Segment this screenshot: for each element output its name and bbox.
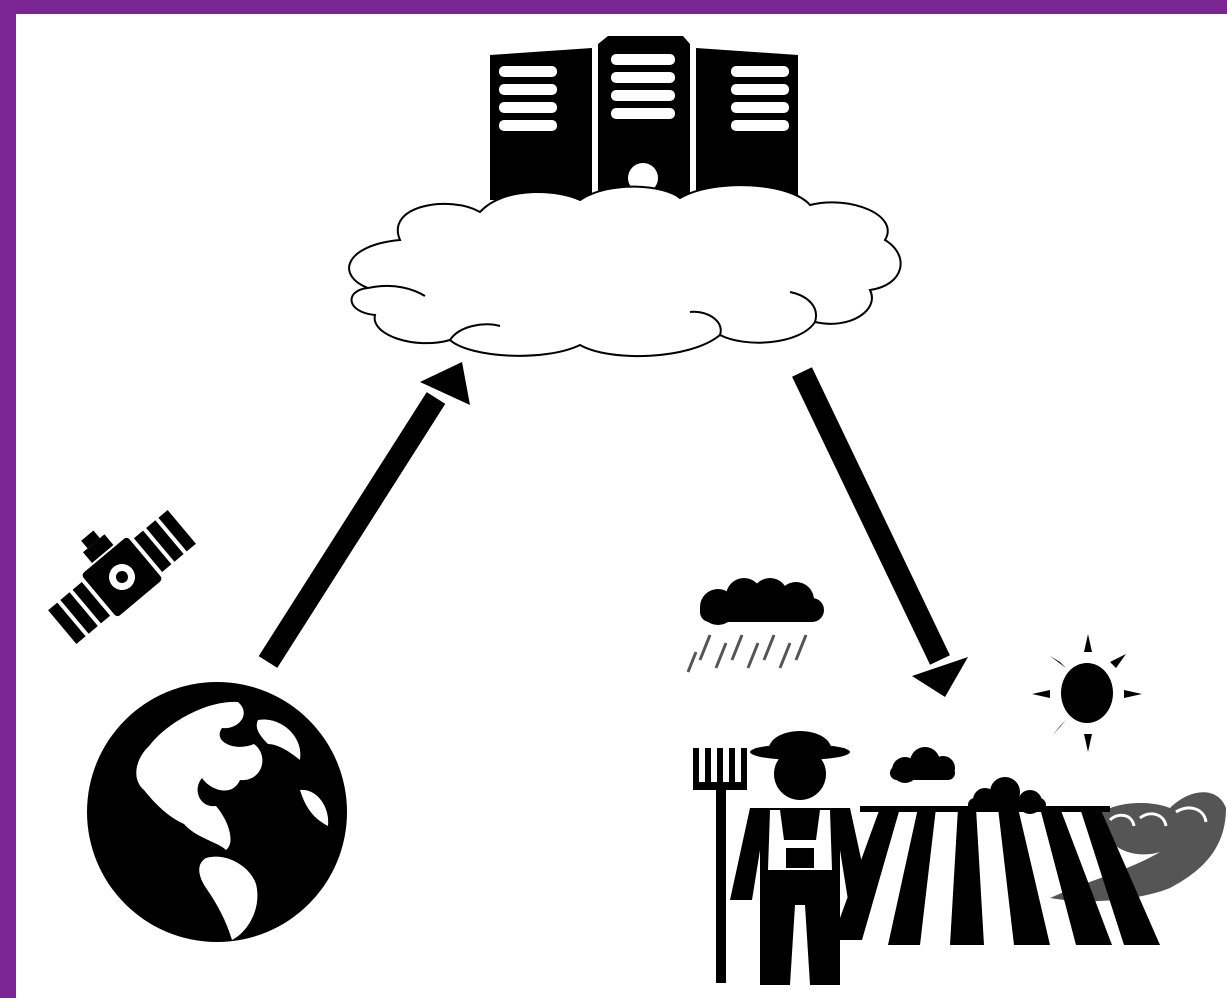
globe-icon [87,682,347,942]
cloud-icon [348,184,902,358]
small-cloud-icon [890,747,955,783]
frame-border-left [0,0,16,998]
frame-border-top [0,0,1227,14]
field-rows-icon [832,806,1160,945]
satellite-icon [48,510,196,644]
rain-cloud-icon [686,578,824,673]
server-rack-icon [490,36,798,200]
farmer-icon [693,731,870,985]
arrow-up-icon [258,362,470,668]
arrow-down-icon [792,367,968,697]
sun-icon [1032,634,1142,752]
